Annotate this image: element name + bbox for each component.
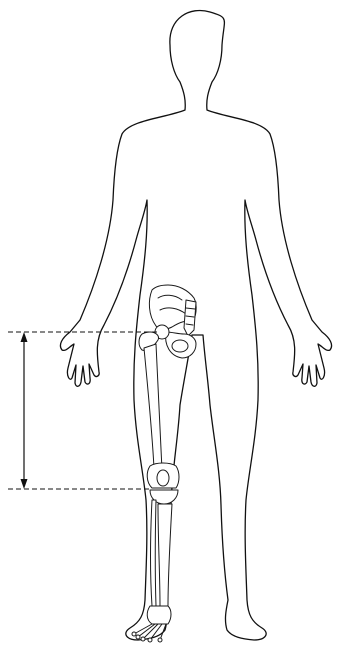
fibula xyxy=(151,500,157,606)
arrowhead-top xyxy=(21,332,28,342)
tarsal-bones xyxy=(147,606,171,624)
arrowhead-bottom xyxy=(21,479,28,489)
patella xyxy=(157,470,169,486)
body-outline xyxy=(60,10,331,640)
tibia xyxy=(158,504,172,606)
